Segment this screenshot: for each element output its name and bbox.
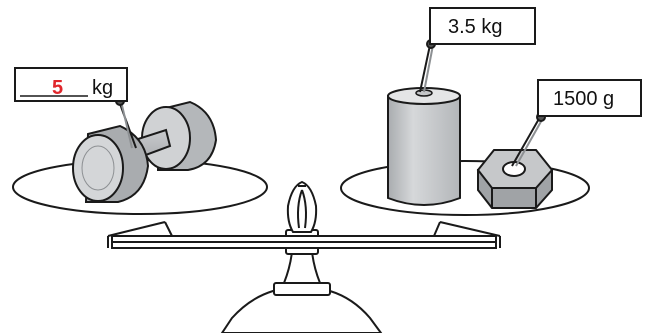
- hex-tag: 1500 g: [538, 80, 641, 116]
- cylinder-tag-string: [420, 40, 435, 92]
- scale-beam: [108, 222, 500, 248]
- cylinder-mass-label: 3.5 kg: [448, 16, 502, 38]
- dumbbell-tag: 5 kg: [15, 68, 127, 101]
- dumbbell-weight: [73, 102, 216, 202]
- cylinder-tag: 3.5 kg: [430, 8, 535, 44]
- hex-weight: [478, 150, 552, 208]
- scale-pointer: [288, 182, 316, 232]
- dumbbell-mass-value: 5: [52, 77, 63, 99]
- cylinder-weight: [388, 88, 460, 205]
- foot-cap: [274, 283, 330, 295]
- scale-stand: [222, 182, 381, 333]
- scale-neck: [284, 252, 320, 283]
- hex-mass-label: 1500 g: [553, 88, 614, 110]
- right-pan-support: [440, 222, 500, 248]
- left-pan-support: [108, 222, 165, 248]
- dumbbell-mass-unit: kg: [92, 77, 113, 99]
- scale-foot: [222, 291, 381, 333]
